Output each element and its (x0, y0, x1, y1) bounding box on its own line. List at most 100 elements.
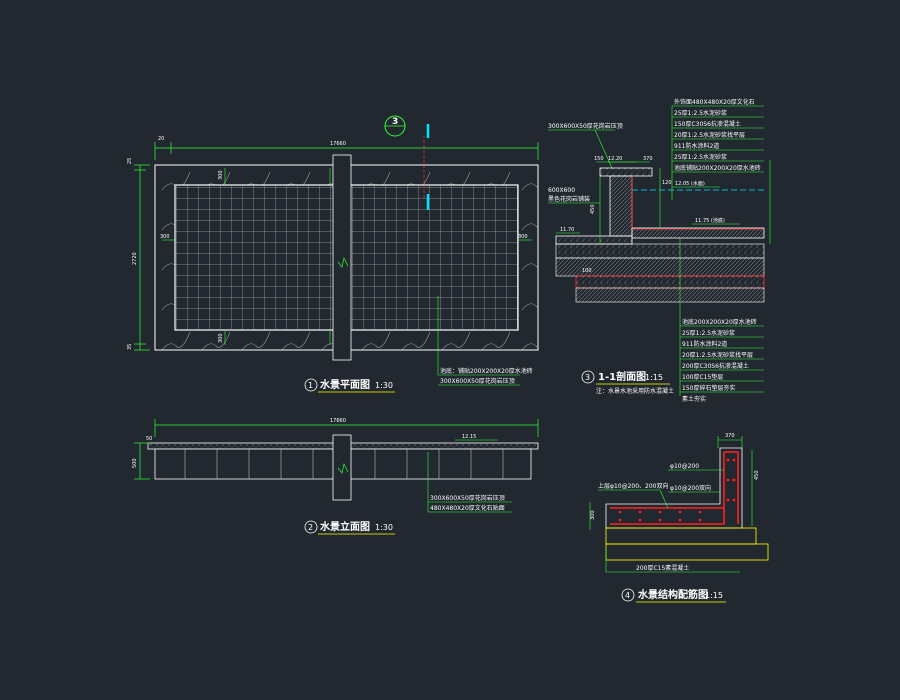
plan-dim-height: 2720 (132, 252, 138, 265)
section-layer-bottom-7: 150厚碎石垫层夯实 (682, 384, 735, 392)
section-view-title: 1-1剖面图 (598, 370, 646, 383)
elev-left-dimension (134, 442, 150, 480)
section-title-block: 3 1-1剖面图 1:15 注：水景水池采用防水混凝土 (581, 370, 674, 395)
section-layer-bottom-5: 200厚C30S6抗渗混凝土 (682, 362, 749, 370)
section-layer-top-2: 25厚1:2.5水泥砂浆 (674, 109, 727, 117)
elev-note-2: 480X480X20厚文化石贴面 (430, 504, 505, 512)
section-layer-top-5: 911防水涂料2道 (674, 142, 719, 150)
section-view-scale: 1:15 (645, 373, 663, 382)
plan-leader (437, 296, 520, 386)
elev-break-symbol (337, 462, 349, 474)
elev-top-dimension (154, 419, 539, 437)
section-layer-top-6: 25厚1:2.5水泥砂浆 (674, 153, 727, 161)
elev-note-1: 300X600X50厚花岗岩压顶 (430, 494, 505, 502)
plan-inner-dims (162, 168, 532, 345)
rebar-bars (610, 451, 739, 525)
section-dim-3: 120 (662, 180, 672, 186)
rebar-base-note: 200厚C15素混凝土 (636, 564, 689, 572)
section-left-paving (555, 235, 633, 245)
elev-leader (427, 452, 512, 513)
plan-dim-side-left: 300 (160, 234, 170, 240)
section-layer-top-7: 池底铺贴200X200X20厚水池砖 (674, 164, 761, 172)
rebar-view: 370 450 300 200厚C15素混凝土 (589, 433, 769, 603)
plan-break-band (332, 154, 352, 361)
plan-view-number: 1 (308, 381, 313, 390)
elev-view-scale: 1:30 (375, 523, 393, 532)
plan-left-dimension (134, 164, 150, 351)
elev-level: 12.15 (462, 434, 476, 440)
rebar-view-title: 水景结构配筋图 (637, 588, 708, 601)
section-layer-top-4: 20厚1:2.5水泥砂浆找平层 (674, 131, 745, 139)
section-coping (599, 167, 653, 177)
section-left-note-2: 黑色花岗岩铺装 (548, 195, 590, 203)
section-wall (609, 175, 633, 237)
elev-view-title: 水景立面图 (319, 520, 370, 533)
section-level-2: 12.05 (水面) (675, 180, 705, 187)
plan-dim-inner-bottom: 300 (218, 333, 224, 343)
elev-break-band (332, 434, 352, 501)
plan-dim-left: 20 (158, 136, 164, 142)
plan-view: 17660 20 25 2720 35 300 30 (127, 115, 539, 393)
rebar-title-block: 4 水景结构配筋图 1:15 (621, 588, 726, 603)
rebar-view-scale: 1:15 (705, 591, 723, 600)
elev-dim-total: 17660 (330, 418, 346, 424)
plan-dim-side-right: 300 (518, 234, 528, 240)
section-view-number: 3 (585, 373, 590, 382)
rebar-base-1 (605, 527, 757, 545)
plan-top-dimension (154, 142, 539, 160)
plan-note-1: 池底：铺贴200X200X20厚水池砖 (440, 367, 533, 375)
rebar-dots (618, 458, 736, 522)
rebar-top-dimension (589, 436, 753, 530)
section-view: 300X600X50厚花岗岩压顶 外饰面480X480X20厚文化石 25厚1:… (548, 98, 771, 403)
section-left-note-1: 600X600 (548, 187, 575, 194)
section-cut-number: 3 (392, 117, 398, 127)
rebar-view-number: 4 (625, 591, 630, 600)
plan-break-symbol (337, 256, 349, 268)
elevation-view: 17660 12.15 500 50 300X600X50厚花岗岩压顶 480X… (132, 418, 539, 535)
section-subbase-1 (555, 243, 765, 259)
section-layer-bottom-2: 25厚1:2.5水泥砂浆 (682, 329, 735, 337)
rebar-dim-top: 370 (725, 433, 735, 439)
section-dims (596, 160, 771, 244)
section-level-1: 12.20 (608, 156, 622, 162)
plan-dim-top: 25 (127, 158, 133, 164)
section-top-note: 300X600X50厚花岗岩压顶 (548, 122, 623, 130)
section-levels: 12.20 12.05 (水面) 11.75 (池底) 11.70 (556, 156, 740, 234)
elev-dim-height: 500 (132, 458, 138, 468)
section-gravel (575, 275, 765, 289)
rebar-base-2 (605, 543, 769, 561)
section-pool-slab (631, 227, 765, 239)
section-layer-bottom-8: 素土夯实 (682, 395, 706, 403)
section-layer-bottom-3: 911防水涂料2道 (682, 340, 727, 348)
rebar-label-3: φ10@200双向 (670, 484, 711, 492)
elev-dim-sub: 50 (146, 436, 152, 442)
rebar-dim-right: 450 (754, 470, 760, 480)
elev-stone-joints (184, 449, 504, 479)
plan-note-2: 300X600X50厚花岗岩压顶 (440, 377, 515, 385)
section-layer-bottom-6: 100厚C15垫层 (682, 373, 723, 381)
plan-dim-total: 17660 (330, 141, 346, 147)
section-layer-leaders-top (671, 105, 764, 200)
rebar-label-2: 上层φ10@200、200双向 (598, 482, 669, 490)
section-dim-1: 150 (594, 156, 604, 162)
rebar-label-leaders (598, 469, 724, 509)
rebar-dim-left: 300 (590, 510, 596, 520)
section-level-4: 11.70 (560, 227, 574, 233)
section-layer-top-1: 外饰面480X480X20厚文化石 (674, 98, 755, 106)
plan-dim-inner-top: 300 (218, 170, 224, 180)
section-level-3: 11.75 (池底) (695, 217, 725, 224)
section-compacted-soil (575, 287, 765, 303)
section-footnote: 注：水景水池采用防水混凝土 (596, 387, 674, 395)
elevation-title-block: 2 水景立面图 1:30 (304, 520, 395, 535)
section-cut-marker: 3 (384, 115, 430, 210)
section-layer-top-3: 150厚C30S6抗渗混凝土 (674, 120, 741, 128)
plan-view-scale: 1:30 (375, 381, 393, 390)
elev-view-number: 2 (308, 523, 313, 532)
section-layer-bottom-1: 池底200X200X20厚水池砖 (682, 318, 757, 326)
section-layer-bottom-4: 20厚1:2.5水泥砂浆找平层 (682, 351, 753, 359)
section-dim-4: 450 (590, 204, 596, 214)
plan-title-block: 1 水景平面图 1:30 (304, 378, 395, 393)
section-layer-leaders-bottom (679, 238, 764, 396)
plan-dim-bottom: 35 (127, 344, 133, 350)
